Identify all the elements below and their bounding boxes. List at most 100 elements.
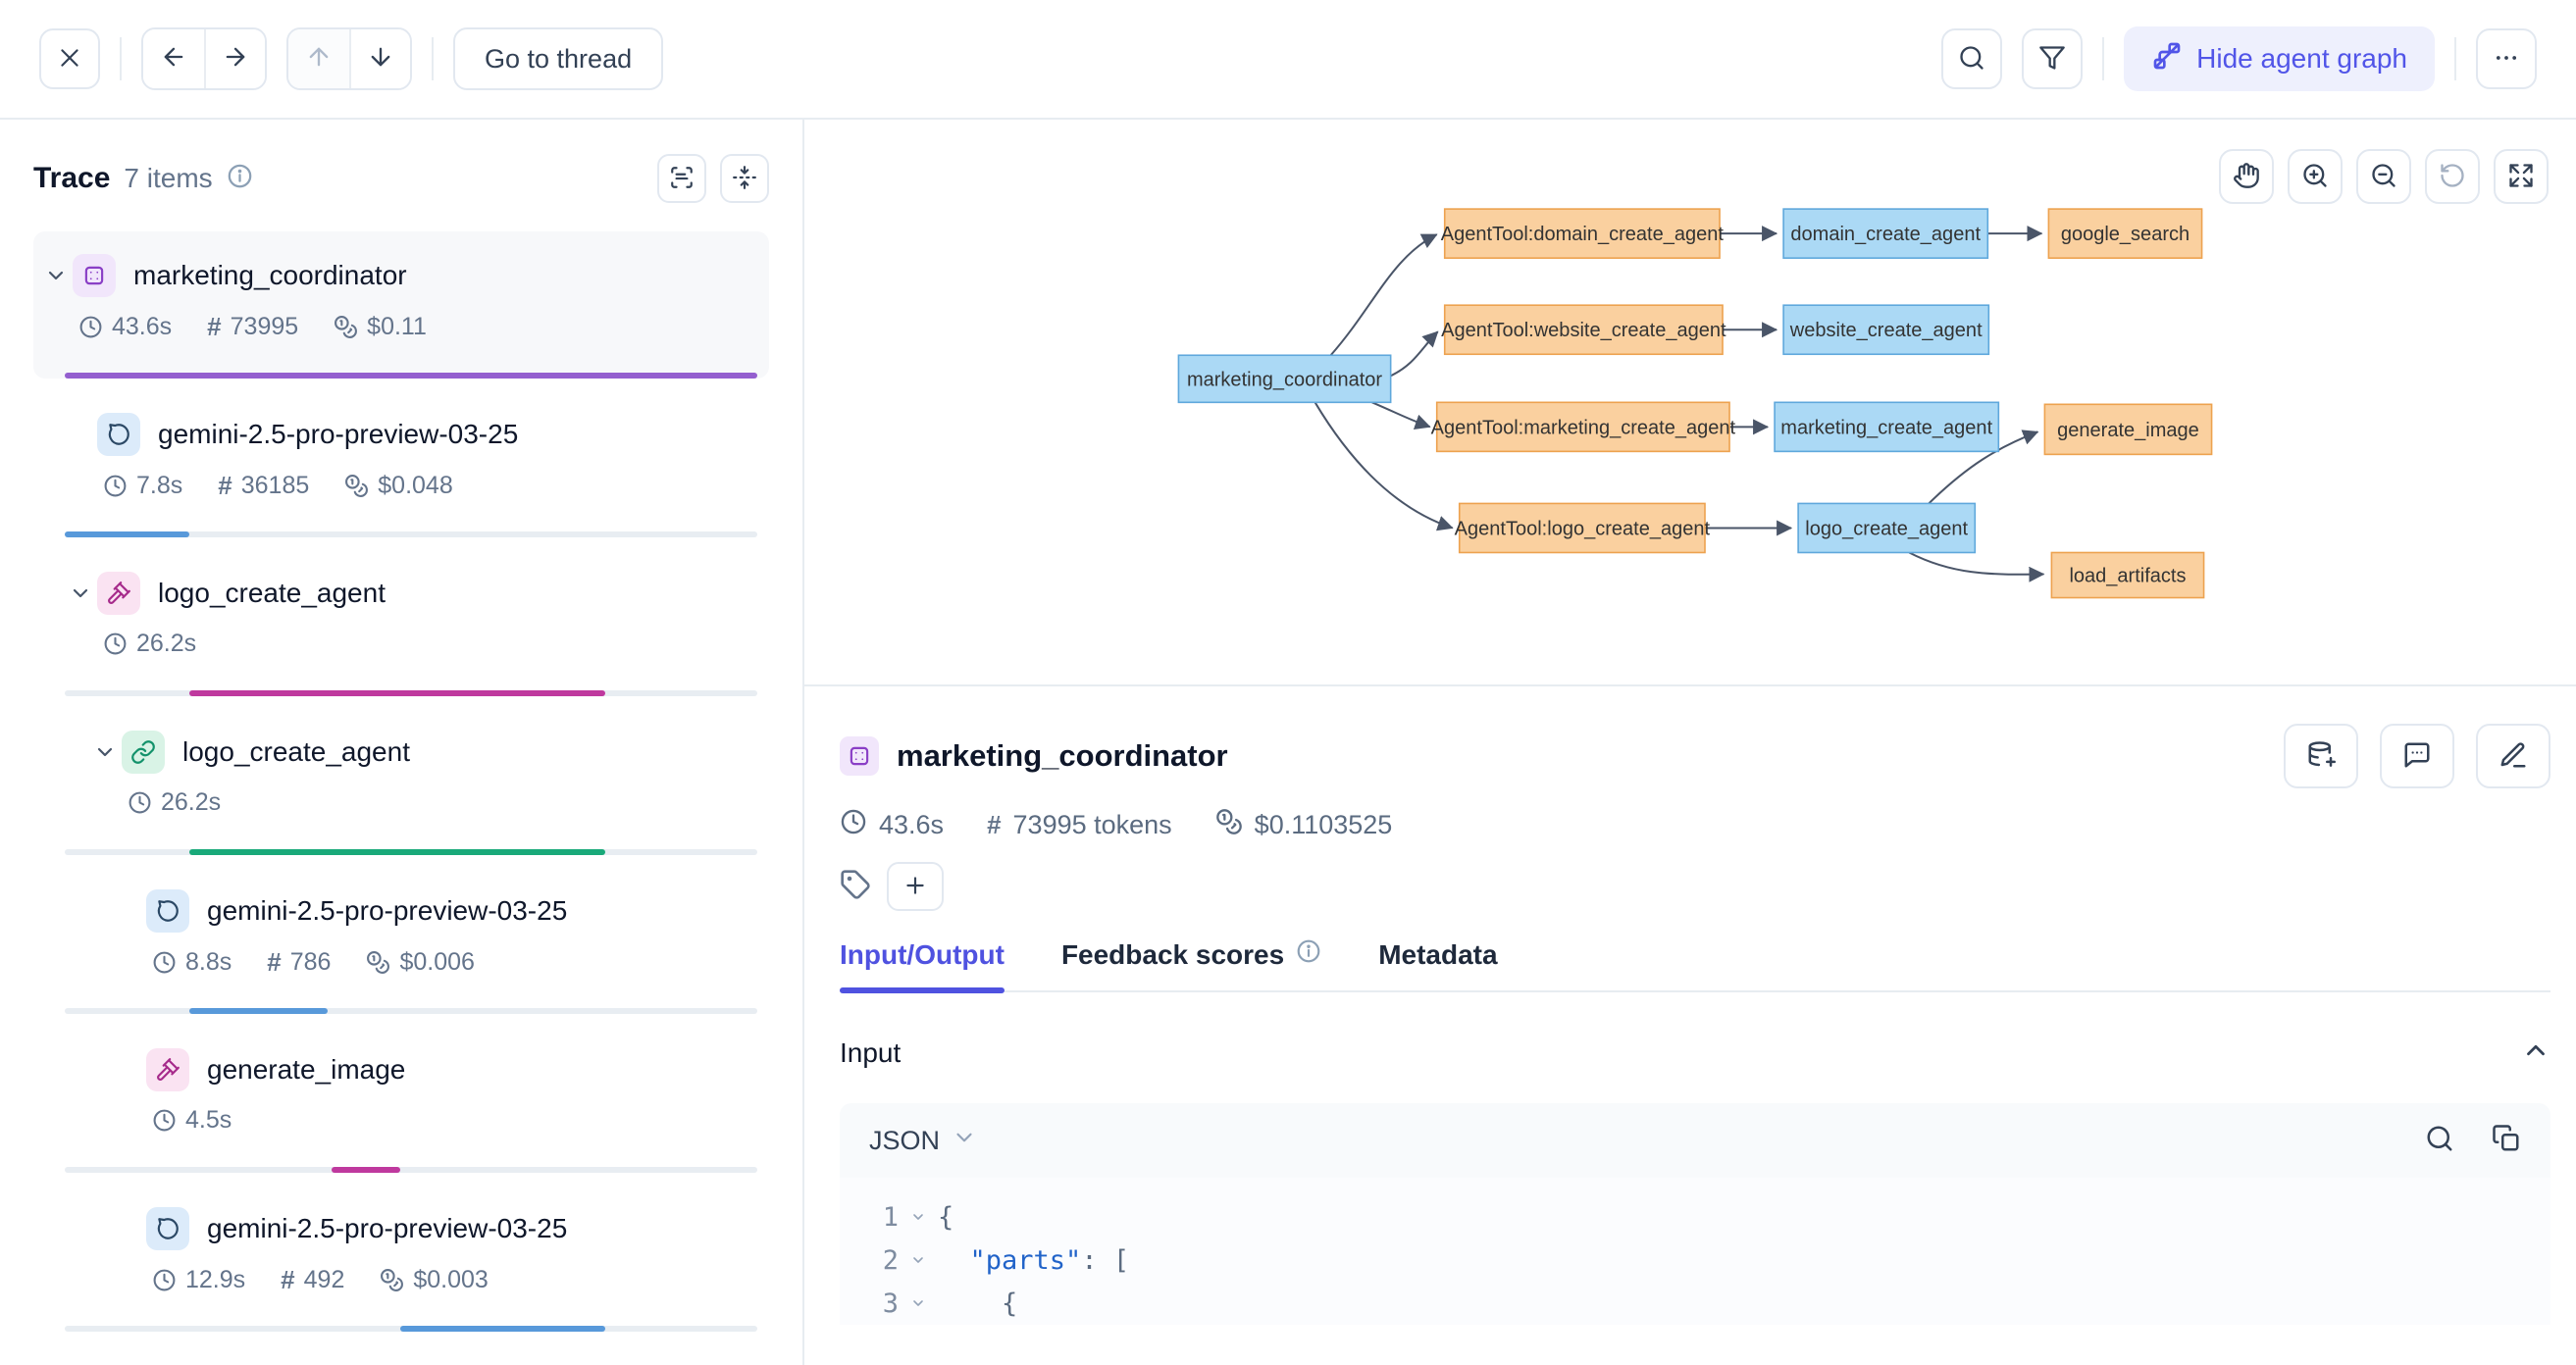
scan-text-icon (669, 165, 695, 193)
ellipsis-icon (2493, 44, 2520, 75)
zoom-in-button[interactable] (2288, 149, 2343, 204)
hash-icon: # (218, 471, 232, 500)
graph-node-google_search[interactable]: google_search (2047, 208, 2203, 259)
search-tree-button[interactable] (657, 154, 706, 203)
duration-stat: 8.8s (152, 948, 232, 977)
message-dots-icon (2402, 740, 2432, 773)
fold-chevron-icon[interactable] (899, 1252, 938, 1268)
more-actions-button[interactable] (2476, 28, 2537, 89)
tab-metadata[interactable]: Metadata (1378, 939, 1498, 970)
tab-feedback-scores[interactable]: Feedback scores (1061, 938, 1321, 990)
trace-content: marketing_coordinator AgentTool:domain_cr… (804, 120, 2576, 1365)
database-plus-icon (2306, 740, 2336, 773)
comment-button[interactable] (2380, 724, 2454, 788)
edge-marketing_coordinator-to-at_marketing (1371, 401, 1431, 430)
graph-node-at_domain[interactable]: AgentTool:domain_create_agent (1441, 208, 1725, 259)
fullscreen-button[interactable] (2494, 149, 2549, 204)
info-icon[interactable] (227, 163, 253, 194)
graph-node-load_artifacts[interactable]: load_artifacts (2050, 551, 2205, 599)
arrow-up-icon (305, 43, 333, 76)
hide-agent-graph-label: Hide agent graph (2196, 43, 2407, 74)
chevron-up-icon[interactable] (2521, 1036, 2550, 1070)
graph-node-domain_create_agent[interactable]: domain_create_agent (1782, 208, 1989, 259)
close-button[interactable] (39, 28, 100, 89)
hide-agent-graph-button[interactable]: Hide agent graph (2124, 26, 2435, 91)
graph-node-logo_create_agent[interactable]: logo_create_agent (1797, 502, 1977, 554)
top-toolbar: Go to thread Hide agent graph (0, 0, 2576, 120)
tab-input-output[interactable]: Input/Output (840, 939, 1005, 993)
expand-chevron-icon[interactable] (88, 740, 122, 764)
graph-controls (2219, 149, 2549, 204)
svg-text:AgentTool:logo_create_agent: AgentTool:logo_create_agent (1455, 518, 1711, 539)
svg-text:website_create_agent: website_create_agent (1789, 320, 1983, 341)
graph-node-at_logo[interactable]: AgentTool:logo_create_agent (1455, 502, 1711, 554)
graph-node-at_marketing[interactable]: AgentTool:marketing_create_agent (1431, 401, 1736, 453)
graph-node-marketing_create_agent[interactable]: marketing_create_agent (1774, 401, 2000, 453)
span-stats: 43.6s # 73995 tokens $0.1103525 (840, 808, 2550, 842)
duration-stat: 7.8s (103, 472, 182, 500)
move-down-button[interactable] (349, 29, 410, 88)
search-button[interactable] (1941, 28, 2003, 89)
span-name: logo_create_agent (182, 736, 410, 767)
duration-track (65, 1008, 757, 1014)
zoom-out-button[interactable] (2356, 149, 2411, 204)
chevron-down-icon (952, 1125, 977, 1157)
graph-node-website_create_agent[interactable]: website_create_agent (1782, 304, 1990, 356)
graph-node-generate_image[interactable]: generate_image (2043, 403, 2213, 456)
duration-track (65, 373, 757, 379)
trace-sidebar: Trace 7 items (0, 120, 804, 1365)
search-json-icon[interactable] (2425, 1124, 2454, 1158)
format-select[interactable]: JSON (869, 1125, 977, 1157)
pan-button[interactable] (2219, 149, 2274, 204)
tokens-stat: #36185 (218, 471, 310, 500)
duration-track (65, 1167, 757, 1173)
agent-graph[interactable]: marketing_coordinator AgentTool:domain_cr… (804, 120, 2576, 687)
duration-track (65, 849, 757, 855)
tokens-stat: #73995 (207, 312, 299, 341)
fold-chevron-icon[interactable] (899, 1209, 938, 1225)
input-section-header[interactable]: Input (840, 1036, 2550, 1070)
duration-stat: 26.2s (103, 630, 196, 658)
trace-row[interactable]: logo_create_agent 26.2s (33, 708, 769, 855)
go-to-thread-button[interactable]: Go to thread (453, 27, 664, 90)
copy-icon[interactable] (2492, 1124, 2521, 1158)
fold-chevron-icon[interactable] (899, 1295, 938, 1311)
span-name: gemini-2.5-pro-preview-03-25 (207, 1213, 568, 1243)
reset-view-button[interactable] (2425, 149, 2480, 204)
cost-stat: $0.006 (366, 948, 475, 977)
add-tag-button[interactable] (887, 862, 944, 911)
graph-node-marketing_coordinator[interactable]: marketing_coordinator (1177, 354, 1392, 404)
annotate-button[interactable] (2476, 724, 2550, 788)
duration-bar (189, 849, 605, 855)
move-up-button[interactable] (288, 29, 349, 88)
span-details-panel: marketing_coordinator (804, 686, 2576, 1365)
agent-span-icon (73, 254, 116, 297)
span-name: gemini-2.5-pro-preview-03-25 (158, 419, 519, 449)
filter-button[interactable] (2022, 28, 2084, 89)
json-code-viewer[interactable]: 1{2 "parts": [3 { (840, 1178, 2550, 1325)
duration-stat: 26.2s (128, 788, 221, 817)
code-line: 1{ (873, 1195, 2550, 1239)
cost-stat: $0.11 (334, 313, 427, 341)
graph-node-at_website[interactable]: AgentTool:website_create_agent (1441, 304, 1726, 356)
add-to-dataset-button[interactable] (2284, 724, 2358, 788)
collapse-all-button[interactable] (720, 154, 769, 203)
expand-chevron-icon[interactable] (39, 264, 73, 287)
detail-tabs: Input/Output Feedback scores Metadata (840, 938, 2550, 993)
expand-chevron-icon[interactable] (64, 581, 97, 605)
toolbar-divider (2102, 37, 2105, 80)
next-item-button[interactable] (204, 29, 265, 88)
toolbar-left-group: Go to thread (39, 27, 664, 90)
duration-stat: 43.6s (78, 313, 172, 341)
previous-item-button[interactable] (143, 29, 204, 88)
duration-track (65, 690, 757, 696)
trace-sidebar-header: Trace 7 items (33, 149, 769, 208)
code-line: 2 "parts": [ (873, 1239, 2550, 1282)
agent-graph-panel: marketing_coordinator AgentTool:domain_cr… (804, 120, 2576, 686)
